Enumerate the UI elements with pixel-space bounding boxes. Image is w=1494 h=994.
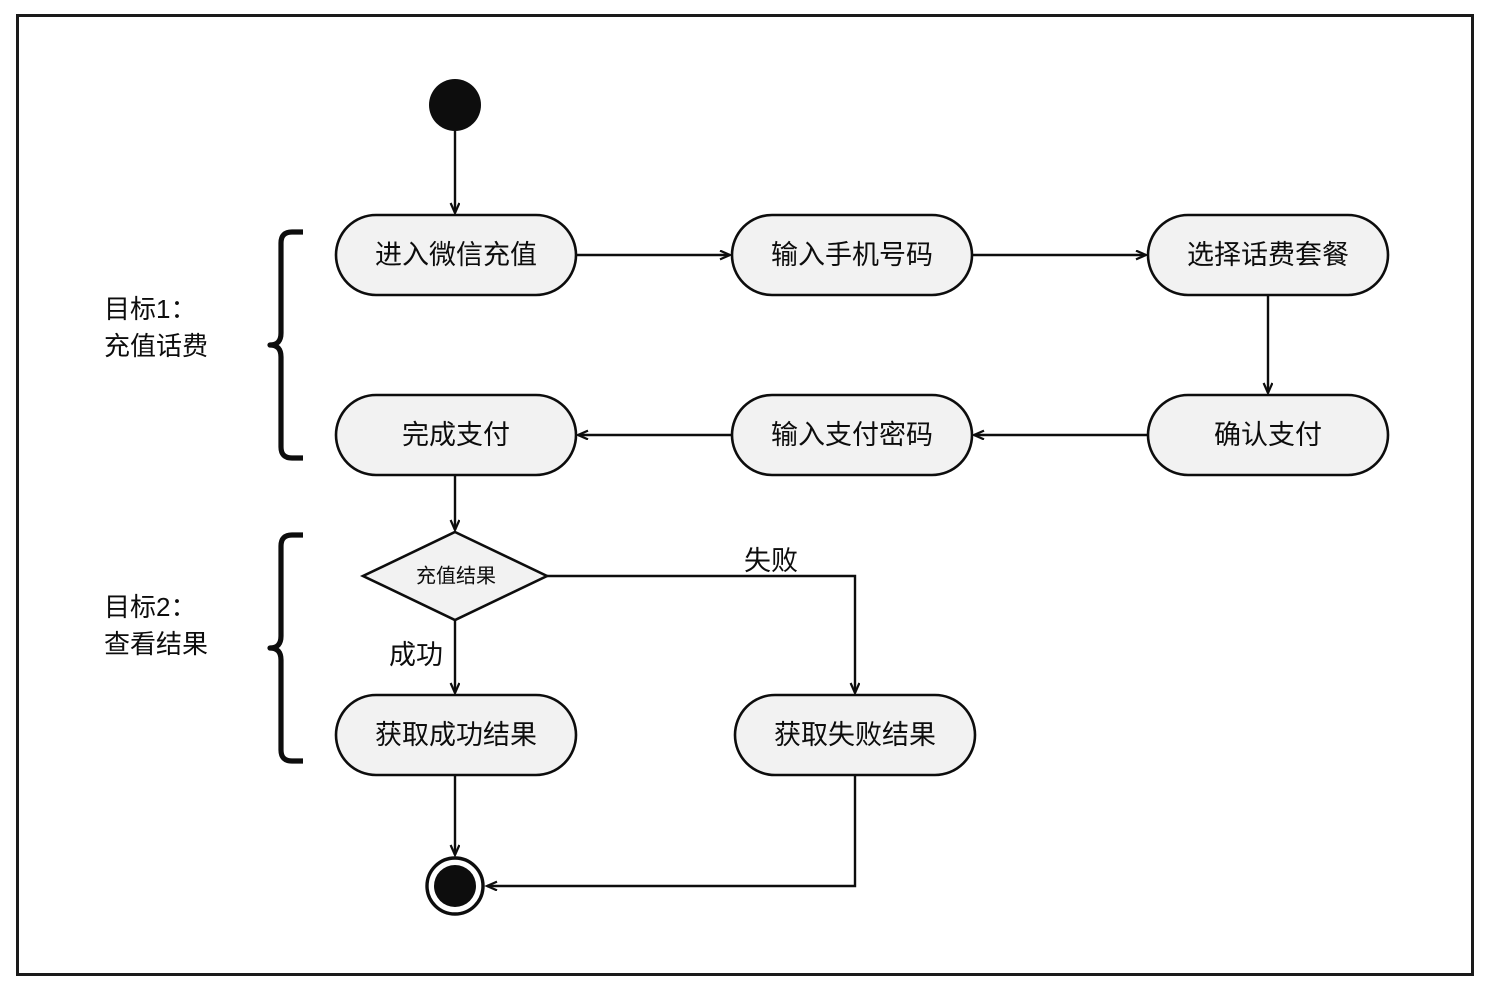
- node-get-failure-result[interactable]: 获取失败结果: [733, 693, 977, 777]
- edge-decision-failure-to-get-failure: [547, 574, 855, 693]
- edge-label-failure: 失败: [744, 546, 798, 576]
- group-goal-2-label-line2: 查看结果: [104, 629, 208, 659]
- node-input-phone-number[interactable]: 输入手机号码: [730, 213, 974, 297]
- edge-label-success: 成功: [389, 640, 443, 670]
- node-complete-payment-label: 完成支付: [402, 420, 510, 450]
- end-node: [425, 856, 485, 916]
- node-confirm-payment-label: 确认支付: [1214, 420, 1322, 450]
- start-node: [429, 79, 481, 131]
- node-complete-payment[interactable]: 完成支付: [334, 393, 578, 477]
- decision-topup-result-label: 充值结果: [416, 564, 496, 587]
- node-enter-wechat-topup[interactable]: 进入微信充值: [334, 213, 578, 297]
- node-select-topup-plan-label: 选择话费套餐: [1187, 240, 1349, 270]
- group-goal-2-label-line1: 目标2：: [104, 592, 196, 622]
- group-goal-1: 目标1： 充值话费: [104, 229, 303, 461]
- node-input-payment-password-label: 输入支付密码: [771, 420, 933, 450]
- node-input-phone-number-label: 输入手机号码: [771, 240, 933, 270]
- group-goal-2: 目标2： 查看结果: [104, 532, 303, 764]
- decision-topup-result[interactable]: 充值结果: [359, 530, 551, 622]
- node-enter-wechat-topup-label: 进入微信充值: [375, 240, 537, 270]
- group-goal-1-label-line1: 目标1：: [104, 294, 196, 324]
- node-get-failure-result-label: 获取失败结果: [774, 720, 936, 750]
- group-goal-1-label-line2: 充值话费: [104, 331, 208, 361]
- brace-goal-1: [267, 229, 303, 461]
- node-confirm-payment[interactable]: 确认支付: [1146, 393, 1390, 477]
- node-input-payment-password[interactable]: 输入支付密码: [730, 393, 974, 477]
- node-select-topup-plan[interactable]: 选择话费套餐: [1146, 213, 1390, 297]
- node-get-success-result-label: 获取成功结果: [375, 720, 537, 750]
- edge-get-failure-to-end: [487, 775, 857, 886]
- diagram-frame: [16, 14, 1474, 976]
- node-get-success-result[interactable]: 获取成功结果: [334, 693, 578, 777]
- brace-goal-2: [267, 532, 303, 764]
